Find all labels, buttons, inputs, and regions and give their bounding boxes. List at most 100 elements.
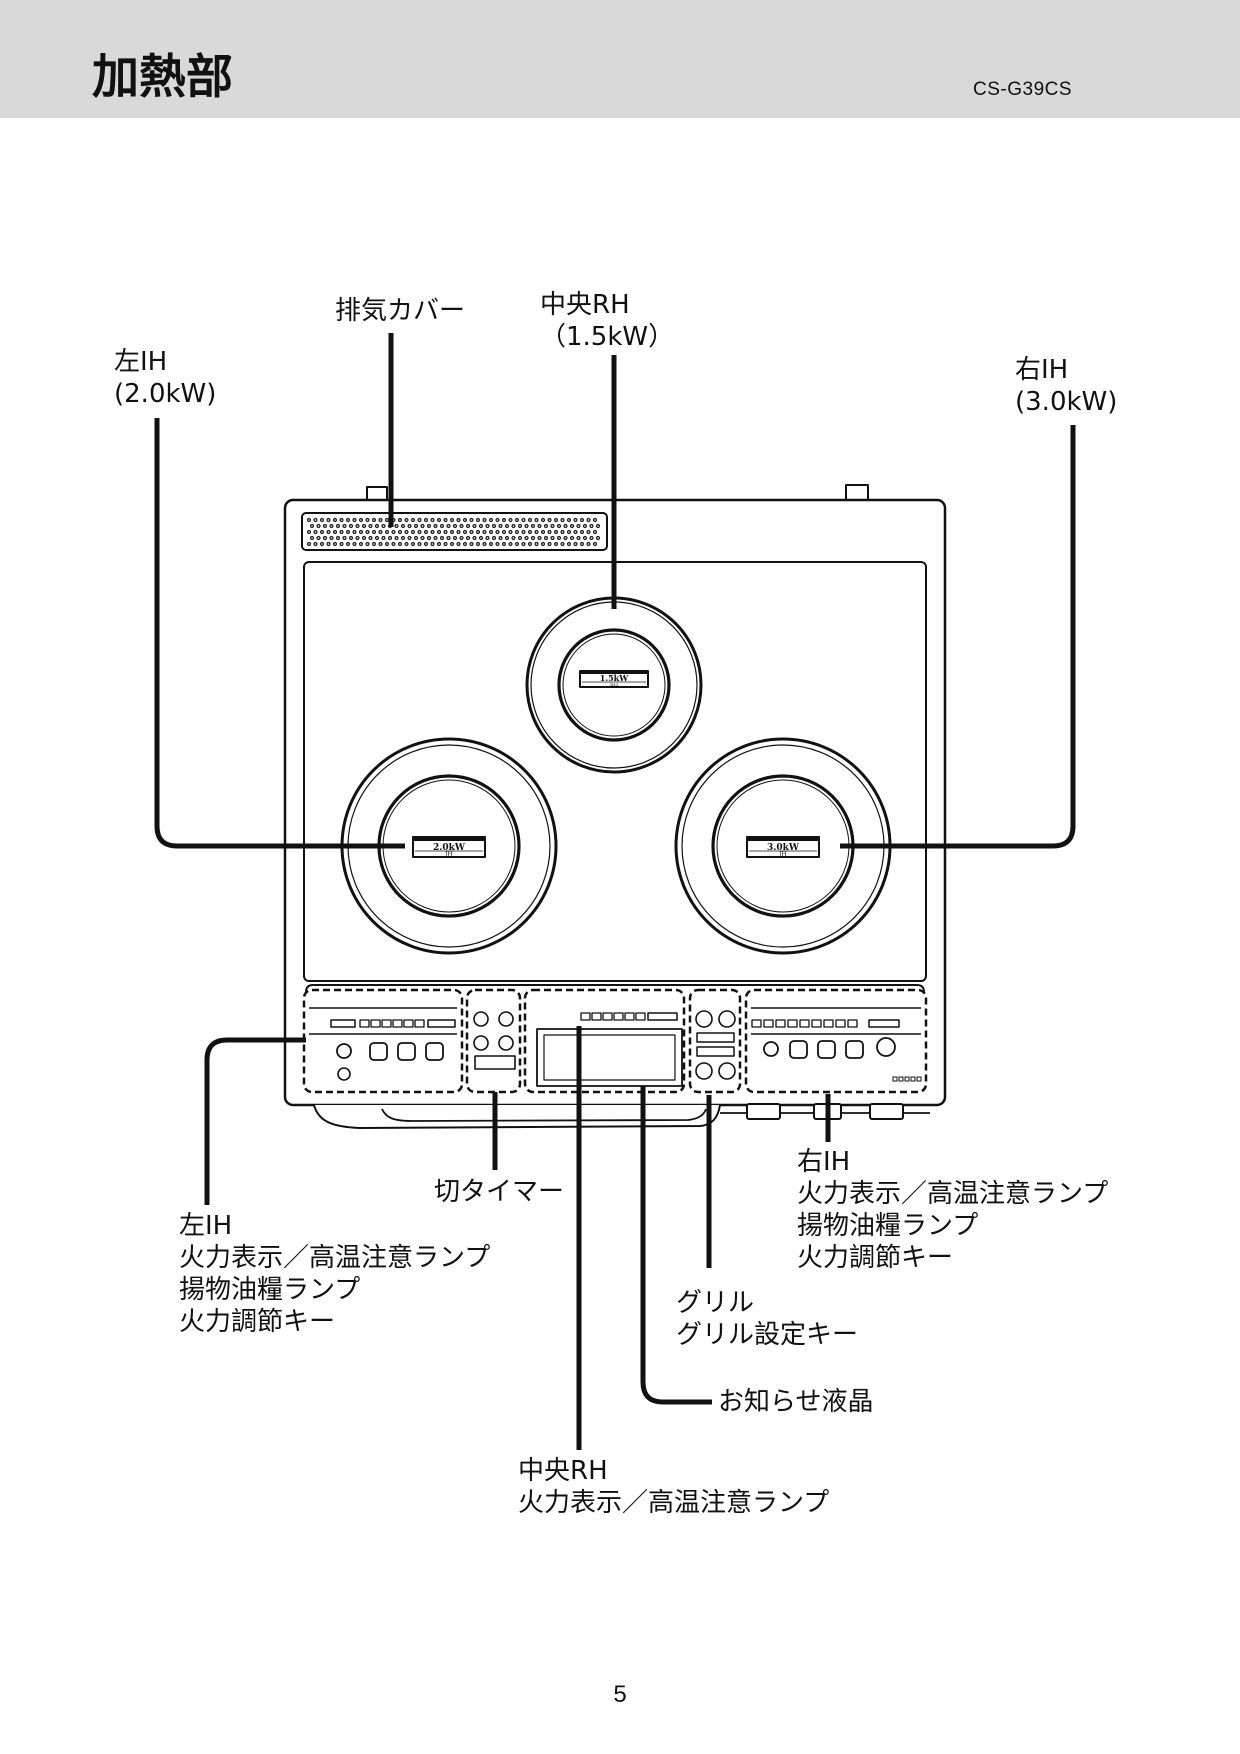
badge-type-right: IH	[779, 852, 787, 859]
leader-left-ih-panel	[204, 1037, 306, 1205]
callout-grill: グリル グリル設定キー	[676, 1287, 858, 1351]
heat-level-lamp	[414, 1019, 425, 1028]
page-title: 加熱部	[92, 50, 233, 105]
burner-badge-center: 1.5kW RH	[579, 670, 649, 689]
heat-level-lamp	[370, 1019, 381, 1028]
callout-center-rh: 中央RH （1.5kW）	[540, 289, 674, 353]
timer-key	[473, 1035, 489, 1051]
leader-info-lcd	[640, 1086, 712, 1405]
indicator-bar	[427, 1019, 456, 1028]
small-lamp	[904, 1076, 910, 1082]
heat-level-lamp	[591, 1012, 602, 1021]
callout-left-ih-panel-line: 火力表示／高温注意ランプ	[179, 1243, 491, 1273]
callout-grill-name: グリル	[676, 1288, 755, 1318]
exhaust-cover-perforation	[306, 517, 604, 547]
callout-right-ih-panel-name: 右IH	[797, 1147, 851, 1177]
callout-info-lcd: お知らせ液晶	[718, 1387, 874, 1417]
small-lamp	[892, 1076, 898, 1082]
small-lamp	[916, 1076, 922, 1082]
base-knob	[869, 1103, 904, 1120]
callout-left-ih-power: (2.0kW)	[114, 379, 217, 409]
grill-key	[718, 1062, 736, 1080]
heat-level-lamp	[811, 1019, 822, 1028]
sub-key	[337, 1067, 351, 1081]
heat-adjust-key	[789, 1040, 808, 1059]
heat-level-lamp	[635, 1012, 646, 1021]
heat-level-lamp	[751, 1019, 762, 1028]
callout-right-ih-panel-line: 火力表示／高温注意ランプ	[797, 1179, 1109, 1209]
power-key	[336, 1043, 352, 1059]
heat-level-lamp	[392, 1019, 403, 1028]
badge-type-center: RH	[610, 683, 619, 689]
grill-door-handle	[313, 1104, 721, 1129]
callout-left-ih-panel-name: 左IH	[179, 1211, 233, 1241]
grill-setting-display	[696, 1046, 735, 1057]
badge-power-right: 3.0kW	[767, 843, 800, 853]
badge-power-center: 1.5kW	[600, 673, 629, 683]
heat-level-lamp	[613, 1012, 624, 1021]
timer-key	[498, 1011, 514, 1027]
callout-right-ih-panel-line: 揚物油糧ランプ	[797, 1211, 979, 1241]
callout-right-ih-panel: 右IH 火力表示／高温注意ランプ 揚物油糧ランプ 火力調節キー	[797, 1146, 1108, 1274]
grill-key	[695, 1062, 713, 1080]
badge-band	[413, 837, 485, 841]
heat-level-lamp	[763, 1019, 774, 1028]
heat-level-lamp	[787, 1019, 798, 1028]
burner-badge-left: 2.0kW IH	[412, 836, 486, 859]
burner-badge-right: 3.0kW IH	[746, 836, 820, 859]
header-band	[0, 0, 1240, 118]
grill-door-handle-inner	[381, 1108, 707, 1122]
dashed-outline	[688, 988, 742, 1094]
cooktop-body: 1.5kW RH 2.0kW IH	[283, 484, 947, 1129]
small-lamp	[898, 1076, 904, 1082]
callout-right-ih-panel-line: 火力調節キー	[797, 1243, 954, 1273]
center-control-group	[523, 988, 686, 1094]
callout-exhaust-cover: 排気カバー	[335, 296, 466, 326]
heat-level-lamp	[580, 1012, 591, 1021]
heat-level-lamp	[823, 1019, 834, 1028]
dashed-outline	[302, 988, 464, 1094]
heat-level-lamp	[799, 1019, 810, 1028]
indicator-bar	[647, 1012, 678, 1021]
grill-setting-display	[696, 1032, 735, 1043]
heat-level-lamp	[381, 1019, 392, 1028]
dashed-outline	[744, 988, 928, 1094]
burner-inner-ring-line	[562, 633, 666, 737]
base-knob	[746, 1103, 781, 1120]
power-key	[876, 1037, 896, 1057]
heat-adjust-key	[369, 1042, 388, 1061]
heat-level-lamp	[775, 1019, 786, 1028]
callout-center-rh-panel: 中央RH 火力表示／高温注意ランプ	[518, 1455, 829, 1519]
callout-right-ih: 右IH (3.0kW)	[1015, 354, 1117, 418]
page-number: 5	[613, 1681, 627, 1708]
badge-type-left: IH	[445, 852, 453, 859]
callout-timer: 切タイマー	[434, 1177, 565, 1207]
leader-left-ih	[154, 418, 405, 849]
callout-left-ih-panel-line: 火力調節キー	[179, 1307, 336, 1337]
callout-left-ih: 左IH (2.0kW)	[114, 346, 216, 410]
heat-adjust-key	[397, 1042, 416, 1061]
badge-band	[580, 671, 648, 674]
indicator-bar	[330, 1019, 356, 1028]
timer-key	[498, 1035, 514, 1051]
heat-adjust-key	[817, 1040, 836, 1059]
heat-adjust-key	[425, 1042, 444, 1061]
right-ih-control-group	[744, 988, 928, 1094]
leader-right-ih	[840, 425, 1076, 849]
callout-center-rh-power: （1.5kW）	[540, 322, 675, 352]
burner-inner-ring	[557, 628, 671, 742]
leader-lines	[154, 333, 1076, 1450]
sub-key	[763, 1041, 779, 1057]
left-ih-control-group	[302, 988, 464, 1094]
grill-key	[718, 1010, 736, 1028]
callout-left-ih-panel: 左IH 火力表示／高温注意ランプ 揚物油糧ランプ 火力調節キー	[179, 1210, 490, 1338]
callout-center-rh-panel-line: 火力表示／高温注意ランプ	[518, 1488, 830, 1518]
callout-center-rh-name: 中央RH	[540, 290, 630, 320]
heat-level-lamp	[847, 1019, 858, 1028]
heat-level-lamp	[624, 1012, 635, 1021]
info-lcd-screen	[543, 1034, 676, 1081]
heat-adjust-key	[845, 1040, 864, 1059]
timer-display	[474, 1055, 516, 1070]
